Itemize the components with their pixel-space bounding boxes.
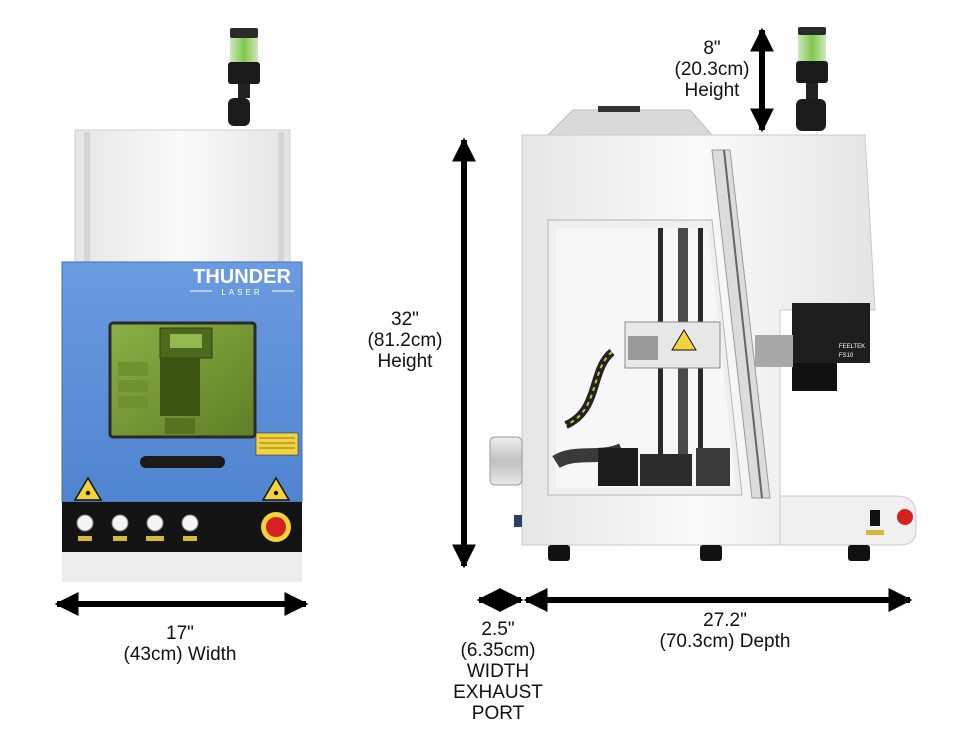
tower-height-label: 8" (20.3cm) Height [652, 38, 772, 101]
width-value: 17" [166, 623, 194, 644]
signal-tower-icon [796, 27, 828, 131]
brand-name: THUNDER [193, 266, 291, 288]
depth-label: 27.2" (70.3cm) Depth [615, 610, 835, 652]
depth-metric: (70.3cm) Depth [659, 631, 791, 652]
width-label: 17" (43cm) Width [60, 623, 300, 665]
exhaust-caption-1: WIDTH [466, 661, 530, 682]
exhaust-caption-2: EXHAUST [453, 682, 543, 703]
dimension-arrows [54, 27, 913, 616]
exhaust-metric: (6.35cm) [460, 640, 536, 661]
control-buttons [76, 514, 199, 541]
side-module-model: FS10 [839, 353, 854, 359]
depth-value: 27.2" [703, 610, 747, 631]
laser-warning-icon [73, 476, 291, 501]
side-module-label: FEELTEK [839, 344, 865, 350]
total-height-caption: Height [377, 351, 433, 372]
signal-tower-icon [228, 28, 260, 126]
brand-sub: LASER [221, 288, 262, 297]
front-view: THUNDER LASER [61, 28, 303, 582]
total-height-metric: (81.2cm) [367, 330, 443, 351]
exhaust-value: 2.5" [481, 619, 515, 640]
emergency-stop-icon [261, 512, 291, 542]
tower-height-metric: (20.3cm) [674, 59, 750, 80]
total-height-label: 32" (81.2cm) Height [340, 309, 470, 372]
exhaust-caption-3: PORT [471, 703, 525, 724]
width-metric: (43cm) Width [123, 644, 237, 665]
side-view: FEELTEK FS10 [489, 27, 917, 561]
tower-height-value: 8" [703, 38, 721, 59]
exhaust-label: 2.5" (6.35cm) WIDTH EXHAUST PORT [428, 619, 568, 724]
tower-height-caption: Height [684, 80, 740, 101]
total-height-value: 32" [391, 309, 419, 330]
